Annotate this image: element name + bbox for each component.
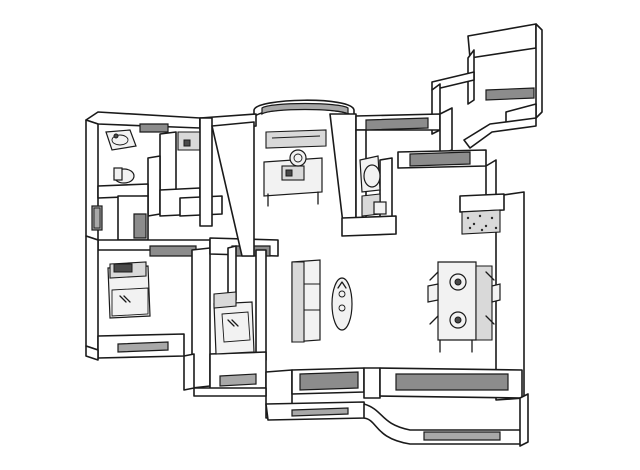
window-bedroom-mid-bottom [219, 373, 257, 387]
wall-picture [91, 205, 103, 231]
window-bedroom-left-bottom [117, 341, 169, 353]
window-top-center [365, 117, 429, 131]
balcony-bottom [265, 367, 529, 447]
bathroom-center [341, 129, 397, 237]
kitchen-hood [265, 129, 327, 149]
dining-area [427, 191, 525, 401]
lower-left-walls [85, 345, 267, 397]
window-hall [409, 151, 471, 167]
bedroom-left [85, 235, 211, 389]
window-balcony-bottom-left [291, 407, 349, 417]
window-balcony-bottom-right [423, 431, 501, 441]
bed-middle [213, 301, 255, 355]
window-bedroom-left-top [149, 245, 197, 257]
window-kitchen-curve [261, 102, 349, 116]
window-living-bottom [299, 371, 359, 391]
door-dark [133, 213, 147, 239]
bathroom-top-left [85, 111, 223, 241]
window-bath-top [139, 123, 169, 133]
rug [461, 209, 501, 235]
hall-walls [397, 107, 537, 201]
coffee-table [331, 277, 353, 331]
living-room [291, 259, 353, 343]
bedroom-middle [209, 237, 279, 391]
window-balcony-top [485, 87, 535, 101]
window-dining-bottom [395, 373, 509, 391]
kitchen-area [199, 99, 441, 257]
